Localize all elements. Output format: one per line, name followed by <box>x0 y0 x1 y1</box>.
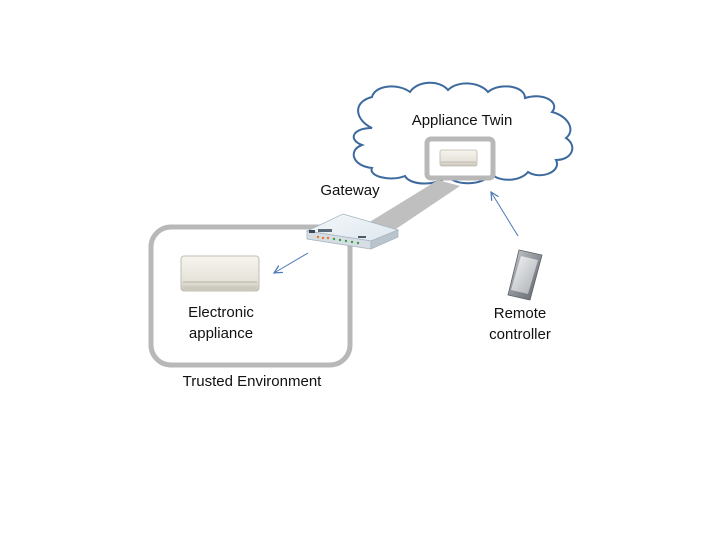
cloud-icon <box>352 81 574 185</box>
connection-band <box>363 180 460 237</box>
trusted-environment-label: Trusted Environment <box>182 373 322 390</box>
arrow-remote-to-twin <box>491 192 519 237</box>
remote-controller-label-line2: controller <box>489 326 551 343</box>
electronic-appliance-air-conditioner-icon <box>180 255 260 292</box>
arrow-gateway-to-appliance <box>274 252 309 273</box>
trusted-environment-frame <box>148 224 353 368</box>
gateway-label: Gateway <box>320 182 380 199</box>
remote-smartphone-icon <box>507 249 543 301</box>
gateway-router-icon <box>305 213 400 250</box>
twin-air-conditioner-icon <box>439 149 478 167</box>
remote-controller-label-line1: Remote <box>493 305 547 322</box>
electronic-appliance-label-line1: Electronic <box>188 304 254 321</box>
electronic-appliance-label-line2: appliance <box>188 325 254 342</box>
appliance-twin-label: Appliance Twin <box>411 112 513 129</box>
